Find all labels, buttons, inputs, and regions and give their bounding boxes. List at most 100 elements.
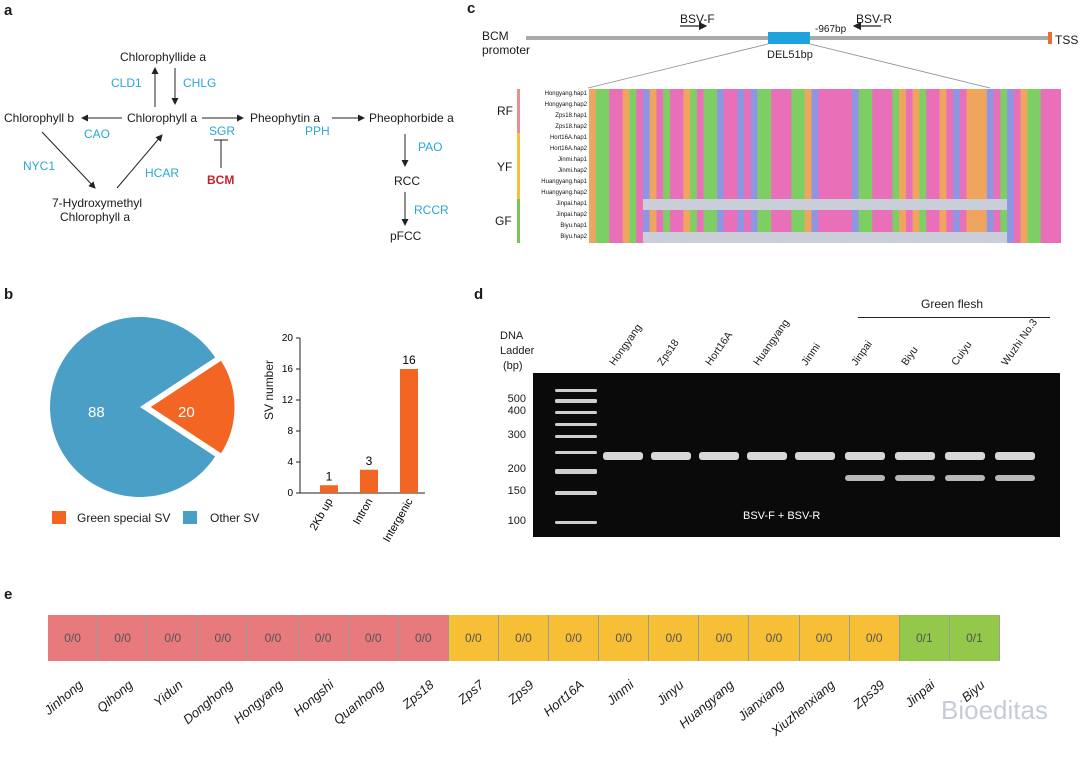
alignment-base <box>771 166 779 177</box>
genotype-cell: 0/0 <box>248 615 299 661</box>
alignment-base <box>1027 221 1035 232</box>
alignment-base <box>939 166 947 177</box>
group-bar-gf <box>517 199 520 243</box>
alignment-base <box>845 177 853 188</box>
alignment-base <box>885 221 893 232</box>
alignment-base <box>831 89 839 100</box>
alignment-base <box>723 155 731 166</box>
alignment-gap <box>986 232 994 243</box>
alignment-base <box>703 166 711 177</box>
alignment-base <box>629 144 637 155</box>
alignment-base <box>589 210 597 221</box>
alignment-gap <box>899 199 907 210</box>
alignment-base <box>851 210 860 221</box>
alignment-base <box>892 166 900 177</box>
alignment-base <box>865 188 873 199</box>
alignment-base <box>1000 122 1008 133</box>
alignment-base <box>750 188 758 199</box>
alignment-base <box>804 122 812 133</box>
alignment-base <box>1027 122 1035 133</box>
alignment-base <box>676 133 684 144</box>
alignment-base <box>878 111 886 122</box>
sv-pie-chart <box>50 317 238 497</box>
alignment-base <box>851 221 860 232</box>
alignment-base <box>811 111 819 122</box>
alignment-base <box>710 221 718 232</box>
alignment-base <box>1047 199 1055 210</box>
alignment-base <box>757 89 765 100</box>
alignment-base <box>1000 111 1008 122</box>
alignment-base <box>602 199 610 210</box>
alignment-base <box>683 111 691 122</box>
alignment-base <box>993 155 1001 166</box>
alignment-base <box>851 166 860 177</box>
genotype-cell: 0/0 <box>448 615 499 661</box>
alignment-base <box>791 188 799 199</box>
ladder-band <box>555 399 597 403</box>
lane-label: Cuiyu <box>949 339 975 368</box>
alignment-gap <box>750 199 758 210</box>
genotype-cell: 0/1 <box>949 615 1000 661</box>
alignment-base <box>622 155 630 166</box>
alignment-base <box>629 199 637 210</box>
distance-label: -967bp <box>815 24 847 35</box>
alignment-base <box>629 122 637 133</box>
alignment-base <box>609 89 617 100</box>
alignment-base <box>892 177 900 188</box>
alignment-gap <box>919 232 927 243</box>
alignment-base <box>663 155 671 166</box>
alignment-base <box>609 133 617 144</box>
alignment-base <box>1027 144 1035 155</box>
alignment-base <box>1013 100 1021 111</box>
alignment-base <box>878 155 886 166</box>
alignment-gap <box>838 232 846 243</box>
alignment-base <box>932 111 940 122</box>
alignment-gap <box>656 199 664 210</box>
pathway-arrows <box>41 67 409 226</box>
alignment-gap <box>818 199 826 210</box>
alignment-base <box>602 166 610 177</box>
alignment-base <box>818 166 826 177</box>
lane-label: Zps18 <box>655 337 682 368</box>
alignment-base <box>696 221 704 232</box>
alignment-base <box>1020 111 1028 122</box>
ladder-band <box>555 389 597 392</box>
alignment-base <box>589 133 597 144</box>
alignment-base <box>757 210 765 221</box>
alignment-base <box>966 89 974 100</box>
alignment-base <box>703 89 711 100</box>
alignment-base <box>865 122 873 133</box>
alignment-base <box>1034 111 1042 122</box>
alignment-base <box>872 144 880 155</box>
alignment-base <box>656 177 664 188</box>
alignment-base <box>858 155 866 166</box>
alignment-base <box>986 89 994 100</box>
alignment-base <box>676 100 684 111</box>
alignment-base <box>642 122 650 133</box>
alignment-base <box>858 188 866 199</box>
alignment-base <box>595 133 603 144</box>
alignment-base <box>932 177 940 188</box>
alignment-gap <box>905 199 913 210</box>
alignment-base <box>1054 166 1061 177</box>
alignment-base <box>622 122 630 133</box>
alignment-base <box>622 100 630 111</box>
alignment-base <box>953 122 961 133</box>
alignment-base <box>777 89 785 100</box>
alignment-gap <box>669 232 677 243</box>
alignment-gap <box>683 199 691 210</box>
alignment-base <box>602 133 610 144</box>
gel-band-lower <box>845 475 885 481</box>
alignment-base <box>737 210 745 221</box>
alignment-base <box>946 144 954 155</box>
alignment-base <box>757 155 765 166</box>
genotype-cell: 0/0 <box>348 615 399 661</box>
alignment-base <box>636 199 644 210</box>
alignment-base <box>838 221 846 232</box>
alignment-base <box>838 155 846 166</box>
alignment-base <box>595 100 603 111</box>
alignment-base <box>1020 166 1028 177</box>
alignment-base <box>878 188 886 199</box>
alignment-base <box>1000 210 1008 221</box>
alignment-base <box>589 221 597 232</box>
